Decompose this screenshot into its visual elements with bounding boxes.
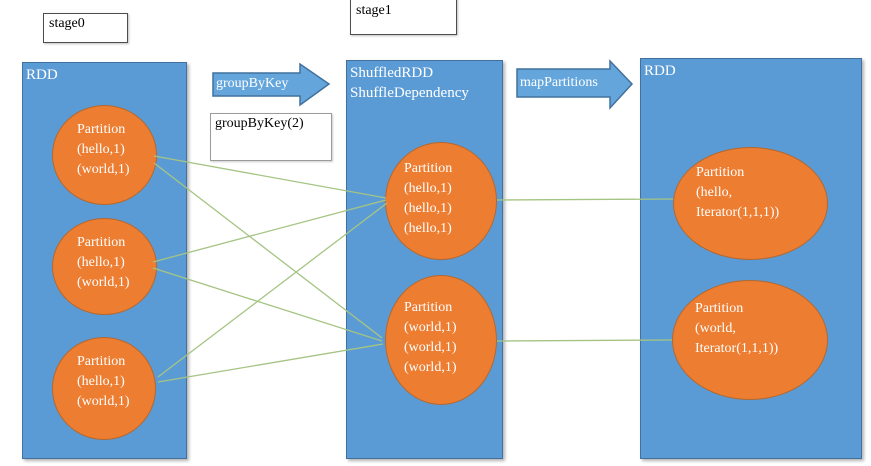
group-by-key-call-label: groupByKey(2) [215,116,304,131]
partition-text: Partition (world, Iterator(1,1,1)) [695,301,779,356]
map-partitions-arrow-label: mapPartitions [520,75,598,90]
partition-text: Partition (hello,1) (world,1) [77,235,130,290]
partition-text: Partition (hello,1) (world,1) [77,122,130,177]
partition-ellipse: Partition (world,1) (world,1) (world,1) [385,275,497,405]
partition-ellipse: Partition (world, Iterator(1,1,1)) [672,280,828,400]
partition-text: Partition (hello,1) (hello,1) (hello,1) [404,161,453,236]
stage1-label-box: stage1 [350,0,457,35]
partition-ellipse: Partition (hello,1) (world,1) [52,337,156,440]
group-by-key-arrow-label: groupByKey [216,76,289,91]
group-by-key-call-box: groupByKey(2) [210,113,332,161]
stage0-label-box: stage0 [43,13,128,43]
partition-text: Partition (world,1) (world,1) (world,1) [404,300,457,375]
stage1-label: stage1 [356,3,392,18]
shuffled-rdd-title: ShuffledRDD ShuffleDependency [350,65,469,101]
partition-text: Partition (hello, Iterator(1,1,1)) [696,165,780,220]
stage0-label: stage0 [49,16,85,31]
result-rdd-title: RDD [644,63,676,79]
partition-ellipse: Partition (hello,1) (world,1) [52,105,157,205]
partition-text: Partition (hello,1) (world,1) [77,354,130,409]
stage0-rdd-title: RDD [26,67,58,83]
partition-ellipse: Partition (hello, Iterator(1,1,1)) [673,147,828,260]
partition-ellipse: Partition (hello,1) (hello,1) (hello,1) [385,142,497,260]
partition-ellipse: Partition (hello,1) (world,1) [52,218,157,315]
